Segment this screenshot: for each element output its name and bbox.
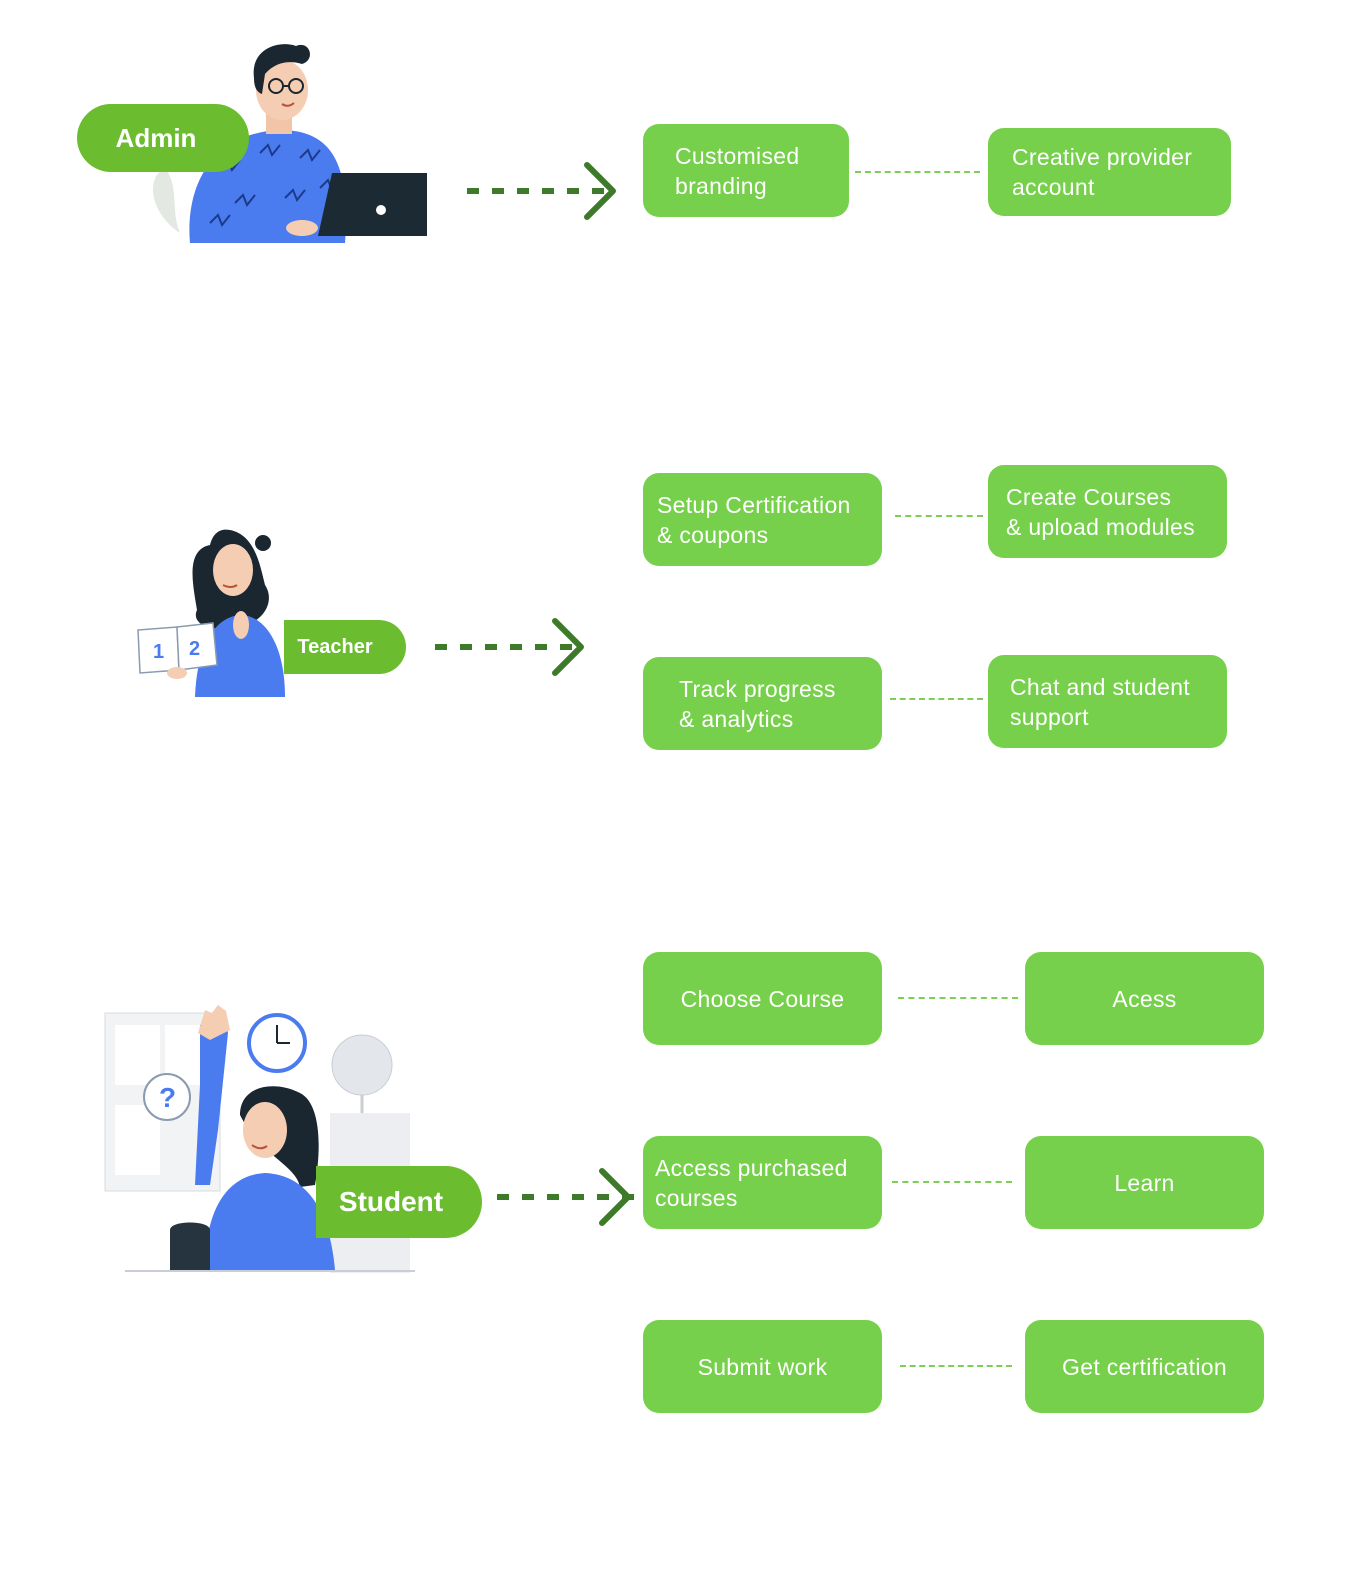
- teacher-arrow: [435, 618, 584, 676]
- feature-get-certification: Get certification: [1025, 1320, 1264, 1413]
- feature-chat-support: Chat and student support: [988, 655, 1227, 748]
- feature-acess: Acess: [1025, 952, 1264, 1045]
- student-role-pill: Student: [316, 1166, 482, 1238]
- teacher-connector-2: [890, 698, 983, 700]
- admin-role-pill: Admin: [77, 104, 249, 172]
- book-page-1: 1: [153, 641, 164, 663]
- student-illustration: ?: [104, 1005, 415, 1273]
- student-connector-1: [898, 997, 1018, 999]
- teacher-role-label: Teacher: [297, 635, 373, 658]
- admin-illustration: [153, 44, 427, 243]
- feature-create-courses: Create Courses & upload modules: [988, 465, 1227, 558]
- question-mark: ?: [159, 1082, 176, 1113]
- admin-arrow: [467, 162, 616, 220]
- teacher-connector-1: [895, 515, 983, 517]
- teacher-role-pill: Teacher: [284, 620, 406, 674]
- feature-submit-work: Submit work: [643, 1320, 882, 1413]
- feature-choose-course: Choose Course: [643, 952, 882, 1045]
- feature-setup-certification: Setup Certification & coupons: [643, 473, 882, 566]
- student-connector-2: [892, 1181, 1012, 1183]
- student-connector-3: [900, 1365, 1012, 1367]
- teacher-illustration: 1 2: [137, 529, 285, 697]
- student-arrow: [497, 1168, 637, 1226]
- admin-role-label: Admin: [115, 122, 197, 153]
- feature-access-purchased-courses: Access purchased courses: [643, 1136, 882, 1229]
- admin-connector: [855, 171, 980, 173]
- feature-customised-branding: Customised branding: [643, 124, 849, 217]
- book-page-2: 2: [189, 638, 200, 660]
- student-role-label: Student: [338, 1186, 444, 1217]
- feature-creative-provider-account: Creative provider account: [988, 128, 1231, 216]
- feature-learn: Learn: [1025, 1136, 1264, 1229]
- feature-track-progress: Track progress & analytics: [643, 657, 882, 750]
